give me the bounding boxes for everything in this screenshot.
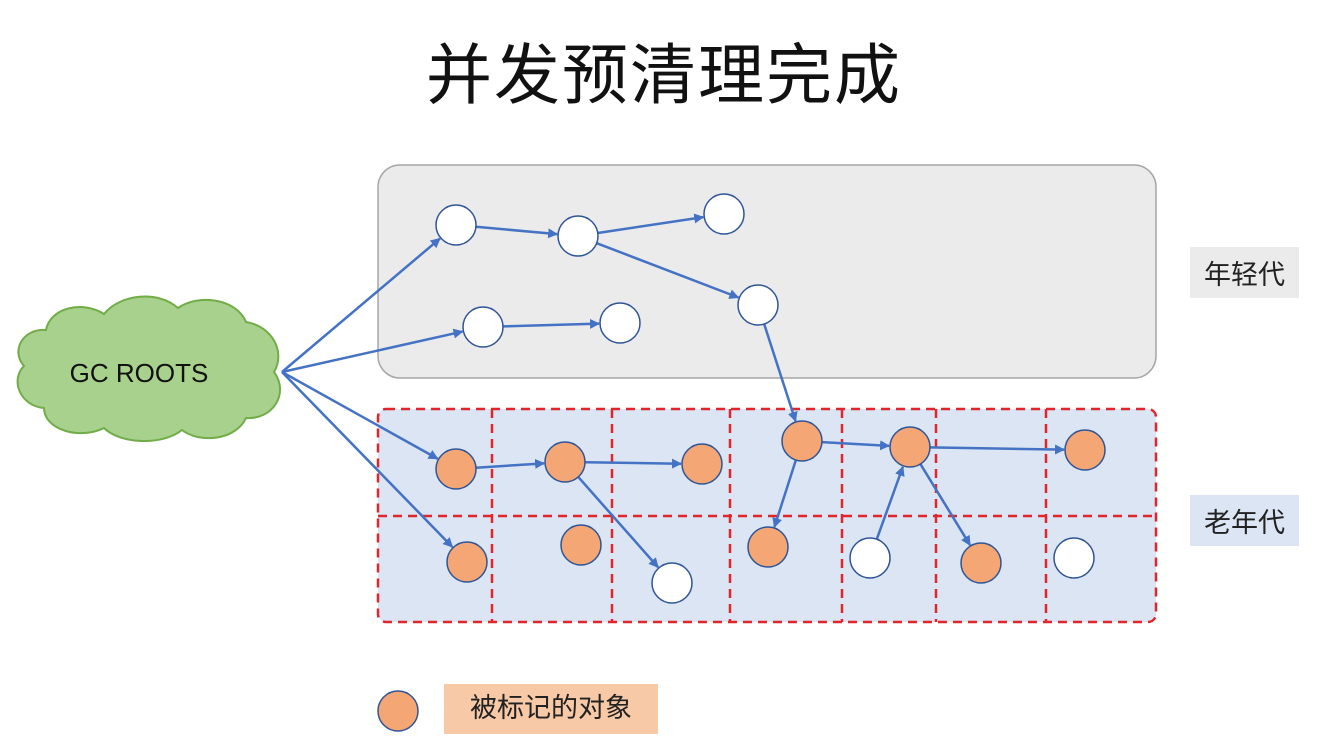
- object-nodes: [435, 193, 1106, 604]
- legend-marked-circle: [377, 690, 419, 732]
- gc-roots-label: GC ROOTS: [70, 358, 209, 388]
- arrow-o4-to-o10: [772, 459, 798, 528]
- arrow-o5-to-o6: [929, 444, 1066, 455]
- marked-object-o2: [544, 441, 586, 483]
- arrow-o2-to-o3: [584, 458, 683, 469]
- old-generation-region: [376, 407, 1158, 624]
- unmarked-object-y6: [599, 302, 641, 344]
- unmarked-object-y5: [462, 306, 504, 348]
- marked-object-o6: [1064, 429, 1106, 471]
- marked-object-o8: [446, 541, 488, 583]
- unmarked-object-o11: [849, 537, 891, 579]
- arrow-root-to-o8: [281, 371, 454, 548]
- card-table-grid: [378, 409, 1156, 622]
- legend-label-background: [444, 684, 658, 734]
- arrow-o4-to-o5: [821, 440, 891, 451]
- marked-object-o10: [747, 526, 789, 568]
- marked-object-o3: [681, 443, 723, 485]
- marked-object-o12: [960, 542, 1002, 584]
- marked-object-o4: [781, 420, 823, 462]
- unmarked-object-o13: [1053, 537, 1095, 579]
- unmarked-object-y2: [557, 215, 599, 257]
- arrow-o5-to-o12: [919, 463, 972, 546]
- young-generation-region: [377, 164, 1157, 379]
- unmarked-object-y1: [435, 204, 477, 246]
- arrow-y2-to-y3: [597, 213, 705, 235]
- arrow-root-to-y5: [281, 328, 464, 374]
- unmarked-object-y3: [703, 193, 745, 235]
- arrow-y4-to-o4: [762, 323, 798, 422]
- arrow-y2-to-y4: [596, 241, 740, 299]
- marked-object-o1: [435, 448, 477, 490]
- arrow-y1-to-y2: [475, 225, 559, 239]
- young-generation-label: 年轻代: [1190, 247, 1299, 298]
- legend-label: 被标记的对象: [470, 693, 632, 724]
- arrow-root-to-o1: [281, 370, 439, 460]
- marked-object-o5: [889, 426, 931, 468]
- old-generation-label: 老年代: [1190, 495, 1299, 546]
- arrow-o11-to-o5: [875, 465, 905, 540]
- reference-arrows: [281, 213, 1066, 569]
- marked-object-o7: [560, 524, 602, 566]
- unmarked-object-y4: [737, 284, 779, 326]
- diagram-title: 并发预清理完成: [426, 37, 902, 114]
- arrow-o1-to-o2: [475, 458, 546, 469]
- gc-roots-cloud: GC ROOTS: [16, 295, 281, 442]
- arrow-y5-to-y6: [502, 318, 601, 329]
- arrow-o2-to-o9: [577, 476, 660, 569]
- unmarked-object-o9: [651, 562, 693, 604]
- arrow-root-to-y1: [281, 237, 441, 373]
